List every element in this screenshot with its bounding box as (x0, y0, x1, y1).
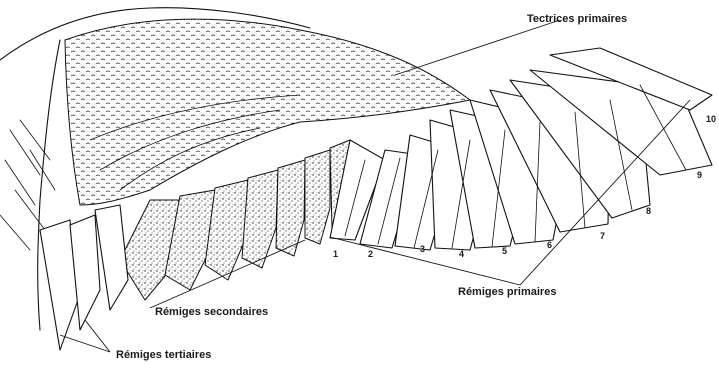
label-secondary-remiges: Rémiges secondaires (155, 306, 268, 318)
primary-number: 4 (459, 249, 464, 259)
primary-number: 3 (420, 244, 425, 254)
primary-number: 1 (333, 249, 338, 259)
primary-number: 10 (706, 114, 716, 124)
primary-number: 2 (368, 249, 373, 259)
tertiary-feathers (40, 205, 128, 350)
primary-number: 6 (547, 240, 552, 250)
primary-number: 7 (600, 231, 605, 241)
primary-number: 5 (502, 246, 507, 256)
primary-number: 8 (646, 206, 651, 216)
primary-number: 9 (697, 170, 702, 180)
label-tertiary-remiges: Rémiges tertiaires (116, 349, 211, 361)
label-primary-coverts: Tectrices primaires (527, 13, 627, 25)
label-primary-remiges: Rémiges primaires (458, 286, 556, 298)
